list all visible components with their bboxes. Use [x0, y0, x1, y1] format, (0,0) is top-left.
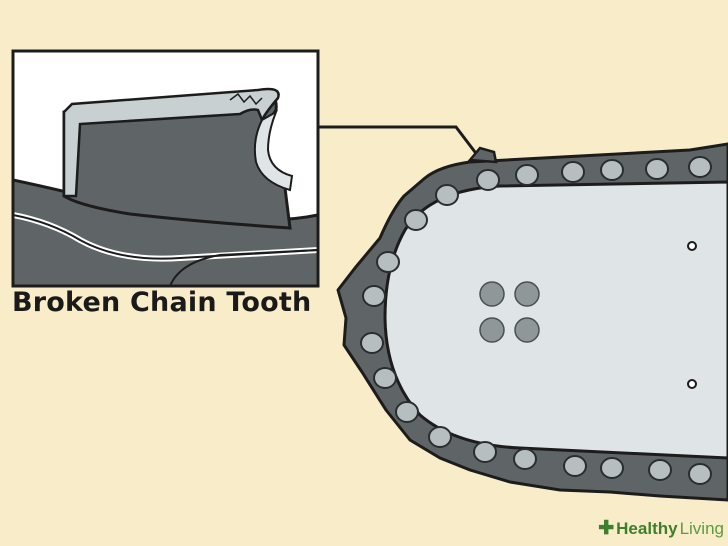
caption-label: Broken Chain Tooth [12, 287, 312, 318]
plus-cross-icon: ✚ [598, 518, 615, 539]
broken-tooth [467, 146, 498, 164]
guide-bar [383, 180, 728, 460]
brand-name-light: Living [679, 518, 724, 538]
brand-name-bold: Healthy [616, 518, 678, 538]
zoom-tooth-top-plate [62, 87, 280, 198]
chain-rivets [360, 156, 712, 485]
brand-watermark: ✚ Healthy Living [598, 517, 724, 540]
zoom-callout-box [11, 49, 320, 288]
chainsaw-bar [336, 142, 728, 502]
bar-rivets [687, 241, 697, 389]
zoom-broken-edge [253, 109, 294, 192]
bar-bolt-holes [479, 281, 540, 343]
callout-leader-line [318, 125, 480, 157]
